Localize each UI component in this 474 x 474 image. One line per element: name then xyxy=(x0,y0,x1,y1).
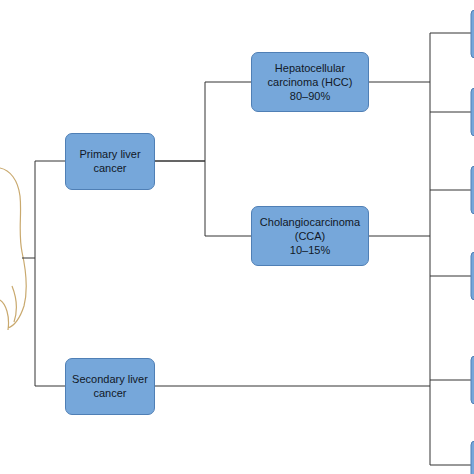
connector xyxy=(155,161,251,236)
cut-box xyxy=(471,10,474,58)
box-text: 80–90% xyxy=(290,89,330,103)
box-text: 10–15% xyxy=(290,243,330,257)
body-outline xyxy=(0,168,26,330)
process-box: Primary liver cancer xyxy=(65,133,155,190)
cut-box xyxy=(471,166,474,214)
cut-box xyxy=(471,252,474,300)
box-text: Secondary liver cancer xyxy=(72,372,148,401)
right-bracket xyxy=(155,33,474,465)
process-box: Secondary liver cancer xyxy=(65,358,155,415)
box-text: Primary liver cancer xyxy=(72,147,148,176)
cut-box xyxy=(471,88,474,136)
connector xyxy=(155,82,251,161)
cut-box xyxy=(471,441,474,474)
box-text: Cholangiocarcinoma (CCA) xyxy=(258,215,362,244)
cut-box xyxy=(471,356,474,404)
box-text: Hepatocellular carcinoma (HCC) xyxy=(258,61,362,90)
process-box: Hepatocellular carcinoma (HCC)80–90% xyxy=(251,52,369,112)
root-bracket xyxy=(22,161,66,386)
process-box: Cholangiocarcinoma (CCA)10–15% xyxy=(251,206,369,266)
